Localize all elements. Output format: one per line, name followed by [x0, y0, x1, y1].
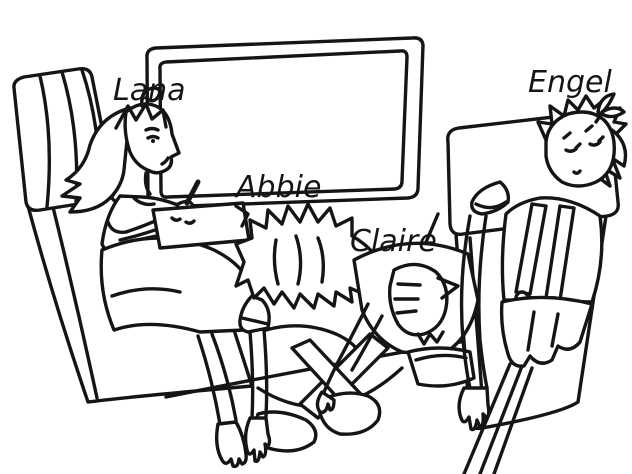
claire-arm-b	[350, 314, 384, 372]
engel-closed-eye-right	[588, 135, 605, 147]
engel-arm-b	[477, 214, 489, 390]
label-lana: Lana	[113, 73, 186, 108]
lana-collar	[132, 196, 156, 207]
engel-closed-eye-left	[564, 142, 582, 153]
character-abbie	[234, 202, 392, 463]
lana-pupil	[151, 139, 155, 143]
lana-notebook-sketch-2	[184, 219, 196, 225]
engel-skirt-ruffle-2	[550, 312, 560, 348]
lana-shin-b	[196, 334, 222, 426]
engel-leg-b	[492, 366, 534, 474]
engel-arm-a	[459, 214, 472, 390]
engel-mouth	[572, 169, 582, 175]
engel-hand	[457, 386, 491, 432]
name-labels: Lana Abbie Claire Engel	[113, 65, 612, 259]
claire-hair-spike	[436, 276, 460, 300]
engel-sprout-stem	[594, 114, 602, 124]
lana-mouth	[160, 156, 170, 166]
claire-hand	[315, 390, 336, 415]
abbie-arm-a	[248, 330, 255, 420]
engel-sleeve-cuff	[474, 200, 508, 210]
claire-hair-streak-3	[395, 309, 418, 315]
lana-brow	[144, 126, 160, 132]
claire-neck-fuzz	[416, 330, 445, 346]
lana-bangs	[114, 102, 168, 130]
left-headrest-stripe-1	[38, 74, 52, 209]
lana-neck	[143, 171, 152, 196]
claire-waistband	[414, 353, 468, 362]
character-lana	[60, 86, 256, 469]
lana-shin-a	[210, 332, 238, 422]
engel-skirt	[499, 295, 594, 368]
label-abbie: Abbie	[234, 170, 321, 205]
engel-brow-right	[584, 124, 594, 133]
label-engel: Engel	[528, 65, 612, 100]
engel-brow-left	[562, 131, 572, 140]
lana-eye	[146, 134, 160, 140]
engel-sprout-leaf-2	[600, 106, 626, 119]
engel-skirt-ruffle-1	[526, 310, 536, 352]
train-window	[145, 36, 425, 209]
lana-ahoge-curl	[140, 86, 162, 108]
abbie-hair-strand-2	[316, 236, 326, 284]
abbie-sleeve-hem	[240, 316, 270, 326]
left-seat-back-seam	[50, 201, 99, 400]
lana-notebook-tab	[234, 204, 250, 228]
window-inner-pane	[158, 49, 409, 199]
lana-back-hair	[60, 106, 132, 214]
lana-pencil	[184, 179, 201, 206]
engel-head	[544, 110, 616, 188]
abbie-arm-b	[262, 328, 269, 418]
lana-notebook	[151, 201, 251, 250]
engel-leg-seam	[478, 364, 524, 474]
lana-sleeve	[106, 220, 128, 234]
claire-hair-streak-1	[396, 282, 422, 287]
lana-foot	[214, 420, 248, 469]
abbie-hair-strand-1	[294, 234, 303, 286]
lana-legs-thigh	[99, 236, 256, 334]
abbie-hair-strand-3	[272, 238, 280, 286]
abbie-hand	[243, 416, 272, 463]
lana-hip-line	[110, 287, 182, 298]
claire-arm-a	[322, 302, 370, 394]
label-claire: Claire	[350, 224, 437, 259]
character-engel	[457, 92, 628, 474]
engel-suspender-left	[514, 202, 548, 296]
lana-notebook-sketch-1	[170, 216, 182, 222]
character-claire	[315, 241, 480, 415]
